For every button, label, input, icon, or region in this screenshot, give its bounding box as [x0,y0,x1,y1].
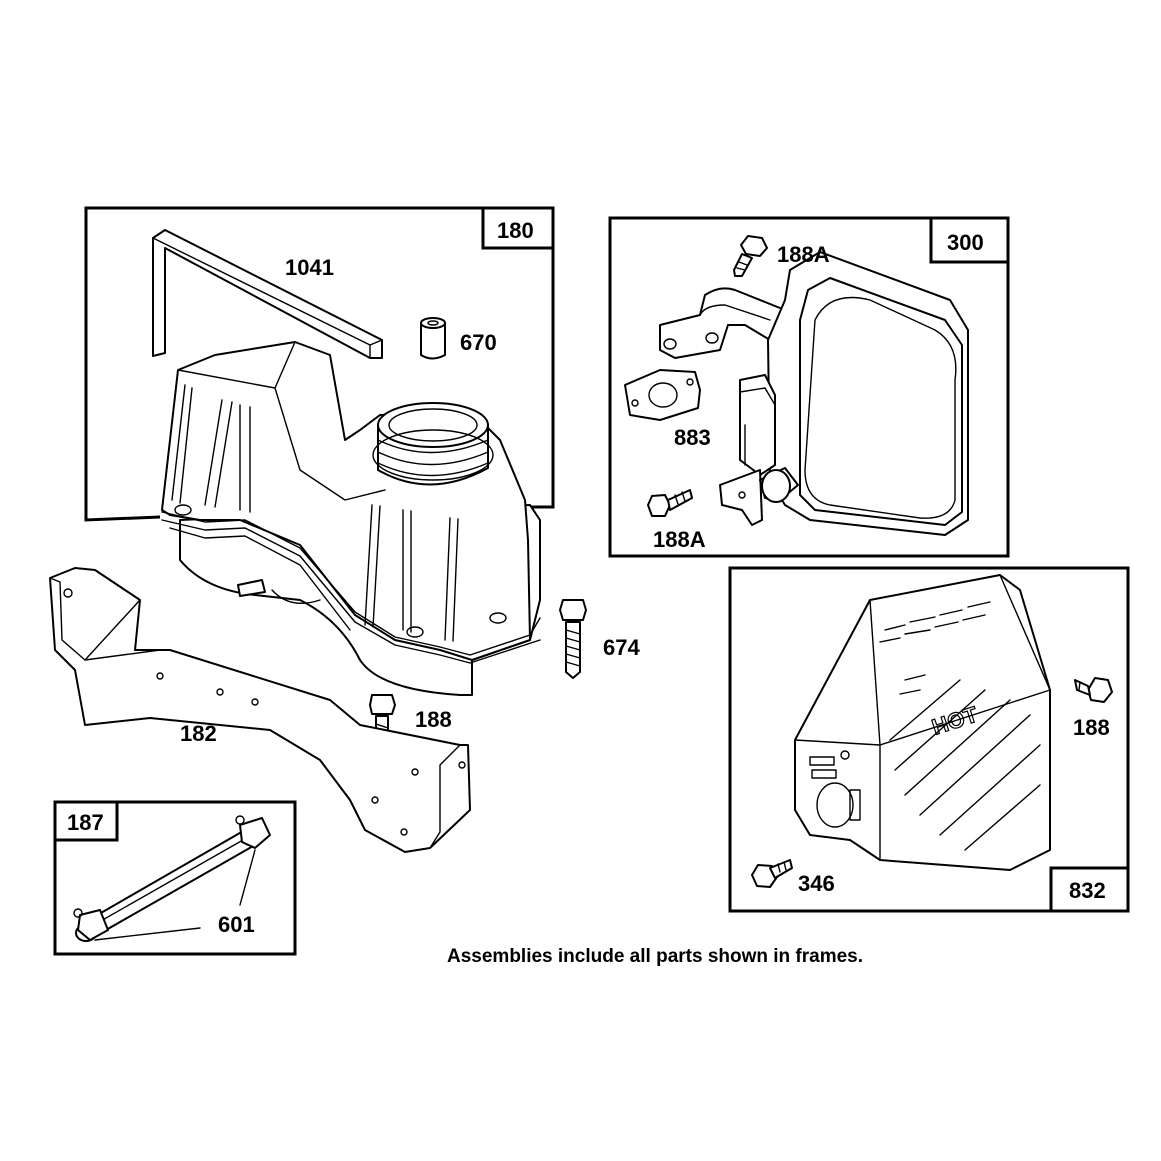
bolt-188-guard [1074,677,1113,703]
bolt-188a-top [733,235,768,277]
label-188a-bottom: 188A [653,527,706,552]
fuel-tank [161,341,541,696]
label-182: 182 [180,721,217,746]
bolt-674 [559,599,587,679]
frame-832-id: 832 [1069,878,1106,903]
fuel-line [73,815,271,942]
bushing-670 [420,317,446,360]
tank-bracket-1041 [152,229,383,359]
label-670: 670 [460,330,497,355]
mount-bracket-182 [49,567,471,853]
gasket-883 [624,369,701,421]
heat-guard: HOT [794,574,1051,871]
assembly-note: Assemblies include all parts shown in fr… [447,946,863,967]
frame-180: 180 [84,206,555,522]
label-346: 346 [798,871,835,896]
frame-180-id: 180 [497,218,534,243]
label-883: 883 [674,425,711,450]
frame-187: 187 [53,800,297,956]
label-188-tank: 188 [415,707,452,732]
bolt-346 [751,859,793,888]
label-1041: 1041 [285,255,334,280]
frame-300: 300 [608,216,1010,558]
label-188-guard: 188 [1073,715,1110,740]
bolt-188a-bottom [647,489,693,517]
label-188a-top: 188A [777,242,830,267]
label-601: 601 [218,912,255,937]
frame-832: 832 [728,566,1130,913]
frame-300-id: 300 [947,230,984,255]
label-674: 674 [603,635,640,660]
leader-lines-601 [94,849,256,941]
muffler [719,251,969,536]
frame-187-id: 187 [67,810,104,835]
exhaust-pipe [659,287,786,359]
